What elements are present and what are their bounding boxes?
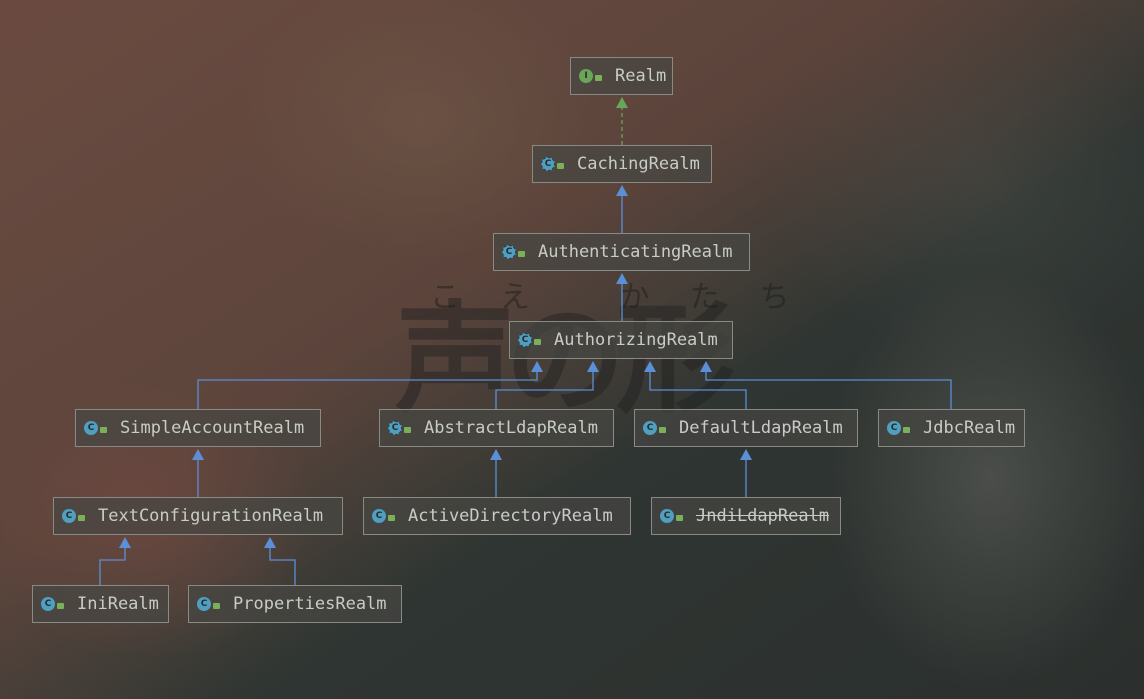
extends-arrowhead (616, 185, 628, 196)
public-lock-icon (78, 511, 88, 521)
public-lock-icon (534, 335, 544, 345)
class-node-ini[interactable]: C IniRealm (32, 585, 169, 623)
extends-arrowhead (531, 361, 543, 372)
class-name: JndiLdapRealm (696, 506, 830, 526)
edge-jndildap-to-defaultldap (740, 449, 752, 497)
edge-line (705, 371, 952, 409)
class-icon: C (41, 597, 55, 611)
edge-abstractldap-to-authorizing (495, 361, 599, 409)
class-name: Realm (615, 66, 667, 86)
public-lock-icon (57, 599, 67, 609)
public-lock-icon (388, 511, 398, 521)
edge-line (649, 371, 747, 409)
edge-textconfig-to-simpleaccount (192, 449, 204, 497)
public-lock-icon (659, 423, 669, 433)
class-node-authorizing[interactable]: C AuthorizingRealm (509, 321, 733, 359)
extends-arrowhead (616, 273, 628, 284)
edge-authorizing-to-authenticating (616, 273, 628, 321)
public-lock-icon (213, 599, 223, 609)
class-name: TextConfigurationRealm (98, 506, 324, 526)
class-icon: C (62, 509, 76, 523)
class-icon: C (372, 509, 386, 523)
class-node-caching[interactable]: C CachingRealm (532, 145, 712, 183)
class-name: DefaultLdapRealm (679, 418, 843, 438)
interface-icon: I (579, 69, 593, 83)
public-lock-icon (518, 247, 528, 257)
implements-arrowhead (616, 97, 628, 108)
edge-authenticating-to-caching (616, 185, 628, 233)
edge-jdbc-to-authorizing (700, 361, 952, 409)
public-lock-icon (903, 423, 913, 433)
class-icon: C (84, 421, 98, 435)
edge-caching-to-realm (616, 97, 628, 145)
public-lock-icon (676, 511, 686, 521)
extends-arrowhead (700, 361, 712, 372)
class-name: JdbcRealm (923, 418, 1016, 438)
class-name: CachingRealm (577, 154, 700, 174)
edge-simpleaccount-to-authorizing (197, 361, 543, 409)
edge-line (269, 547, 296, 585)
class-node-defaultldap[interactable]: C DefaultLdapRealm (634, 409, 858, 447)
class-icon: C (643, 421, 657, 435)
background-watermark-kana: こえ かたち (430, 280, 830, 315)
extends-arrowhead (490, 449, 502, 460)
class-name: SimpleAccountRealm (120, 418, 305, 438)
extends-arrowhead (587, 361, 599, 372)
abstract-class-icon: C (388, 421, 402, 435)
extends-arrowhead (192, 449, 204, 460)
edge-properties-to-textconfig (264, 537, 296, 585)
public-lock-icon (595, 71, 605, 81)
class-icon: C (197, 597, 211, 611)
class-name: AuthenticatingRealm (538, 242, 733, 262)
class-name: AbstractLdapRealm (424, 418, 598, 438)
extends-arrowhead (119, 537, 131, 548)
class-name: AuthorizingRealm (554, 330, 718, 350)
class-name: ActiveDirectoryRealm (408, 506, 613, 526)
extends-arrowhead (264, 537, 276, 548)
class-node-authenticating[interactable]: C AuthenticatingRealm (493, 233, 750, 271)
abstract-class-icon: C (518, 333, 532, 347)
class-node-jndildap[interactable]: C JndiLdapRealm (651, 497, 841, 535)
edge-line (197, 371, 538, 409)
edge-line (99, 547, 126, 585)
class-node-abstractldap[interactable]: C AbstractLdapRealm (379, 409, 614, 447)
edge-defaultldap-to-authorizing (644, 361, 747, 409)
edge-activedirectory-to-abstractldap (490, 449, 502, 497)
abstract-class-icon: C (502, 245, 516, 259)
class-icon: C (660, 509, 674, 523)
class-node-textconfig[interactable]: C TextConfigurationRealm (53, 497, 343, 535)
public-lock-icon (404, 423, 414, 433)
class-node-jdbc[interactable]: C JdbcRealm (878, 409, 1025, 447)
public-lock-icon (100, 423, 110, 433)
edge-ini-to-textconfig (99, 537, 131, 585)
extends-arrowhead (644, 361, 656, 372)
class-node-simpleaccount[interactable]: C SimpleAccountRealm (75, 409, 321, 447)
abstract-class-icon: C (541, 157, 555, 171)
class-name: PropertiesRealm (233, 594, 387, 614)
class-name: IniRealm (77, 594, 159, 614)
edge-line (495, 371, 594, 409)
class-icon: C (887, 421, 901, 435)
class-node-activedirectory[interactable]: C ActiveDirectoryRealm (363, 497, 631, 535)
class-node-realm[interactable]: I Realm (570, 57, 673, 95)
public-lock-icon (557, 159, 567, 169)
extends-arrowhead (740, 449, 752, 460)
class-node-properties[interactable]: C PropertiesRealm (188, 585, 402, 623)
